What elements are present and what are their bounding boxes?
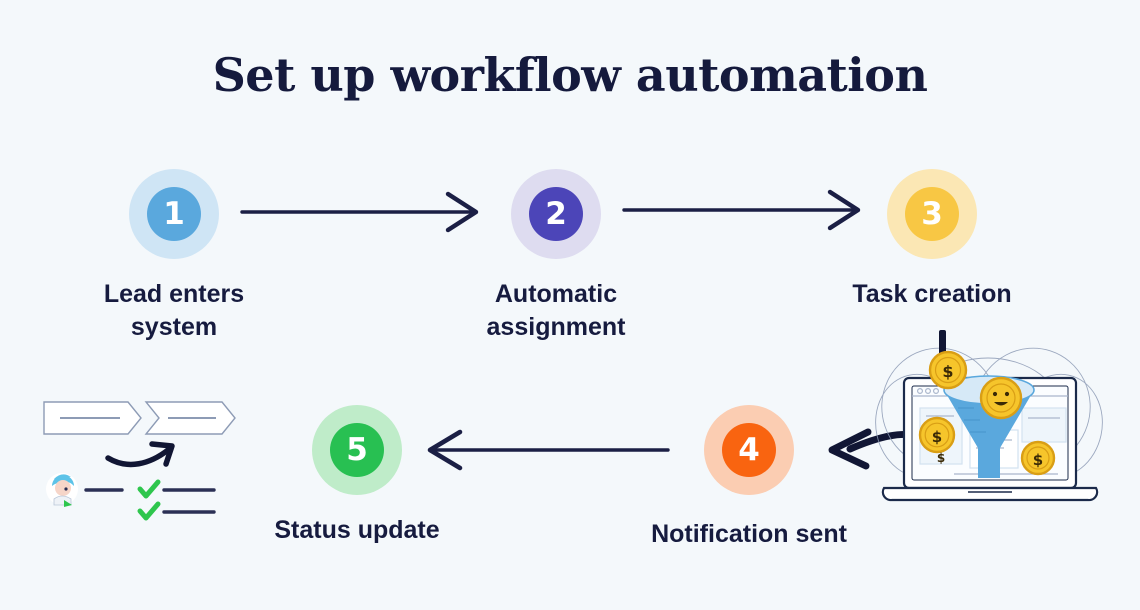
arrow-step1-to-step2 <box>240 191 479 233</box>
page-title: Set up workflow automation <box>212 48 928 102</box>
step-2-label: Automatic assignment <box>486 280 626 341</box>
coin-dollar-right: $ <box>1020 440 1056 476</box>
coin-dollar-top: $ <box>928 350 968 390</box>
step-2-badge[interactable]: 2 <box>529 187 583 241</box>
coin-smiley <box>979 376 1023 420</box>
svg-text:$: $ <box>932 428 942 446</box>
laptop-funnel-illustration: $ $ $ $ <box>875 330 1103 502</box>
step-3-label: Task creation <box>852 280 1012 308</box>
arrow-step4-to-step5 <box>427 429 670 471</box>
step-1-badge[interactable]: 1 <box>147 187 201 241</box>
step-5-ring: 5 <box>312 405 402 495</box>
step-5-badge[interactable]: 5 <box>330 423 384 477</box>
coin-dollar-left: $ $ <box>918 416 956 465</box>
step-4-label: Notification sent <box>651 520 847 548</box>
step-4-ring: 4 <box>704 405 794 495</box>
status-update-illustration <box>43 401 236 521</box>
step-1-ring: 1 <box>129 169 219 259</box>
step-3-ring: 3 <box>887 169 977 259</box>
avatar <box>46 473 78 507</box>
check-row-2 <box>137 501 216 521</box>
step-3-badge[interactable]: 3 <box>905 187 959 241</box>
step-1-label: Lead enters system <box>103 280 245 341</box>
check-row-1 <box>137 479 216 499</box>
svg-text:$: $ <box>937 451 945 465</box>
svg-text:$: $ <box>1033 451 1043 469</box>
curved-arrow-icon <box>105 441 175 468</box>
step-4-badge[interactable]: 4 <box>722 423 776 477</box>
step-5-label: Status update <box>274 516 440 544</box>
arrow-step2-to-step3 <box>622 189 861 231</box>
svg-text:$: $ <box>942 362 953 381</box>
step-2-ring: 2 <box>511 169 601 259</box>
